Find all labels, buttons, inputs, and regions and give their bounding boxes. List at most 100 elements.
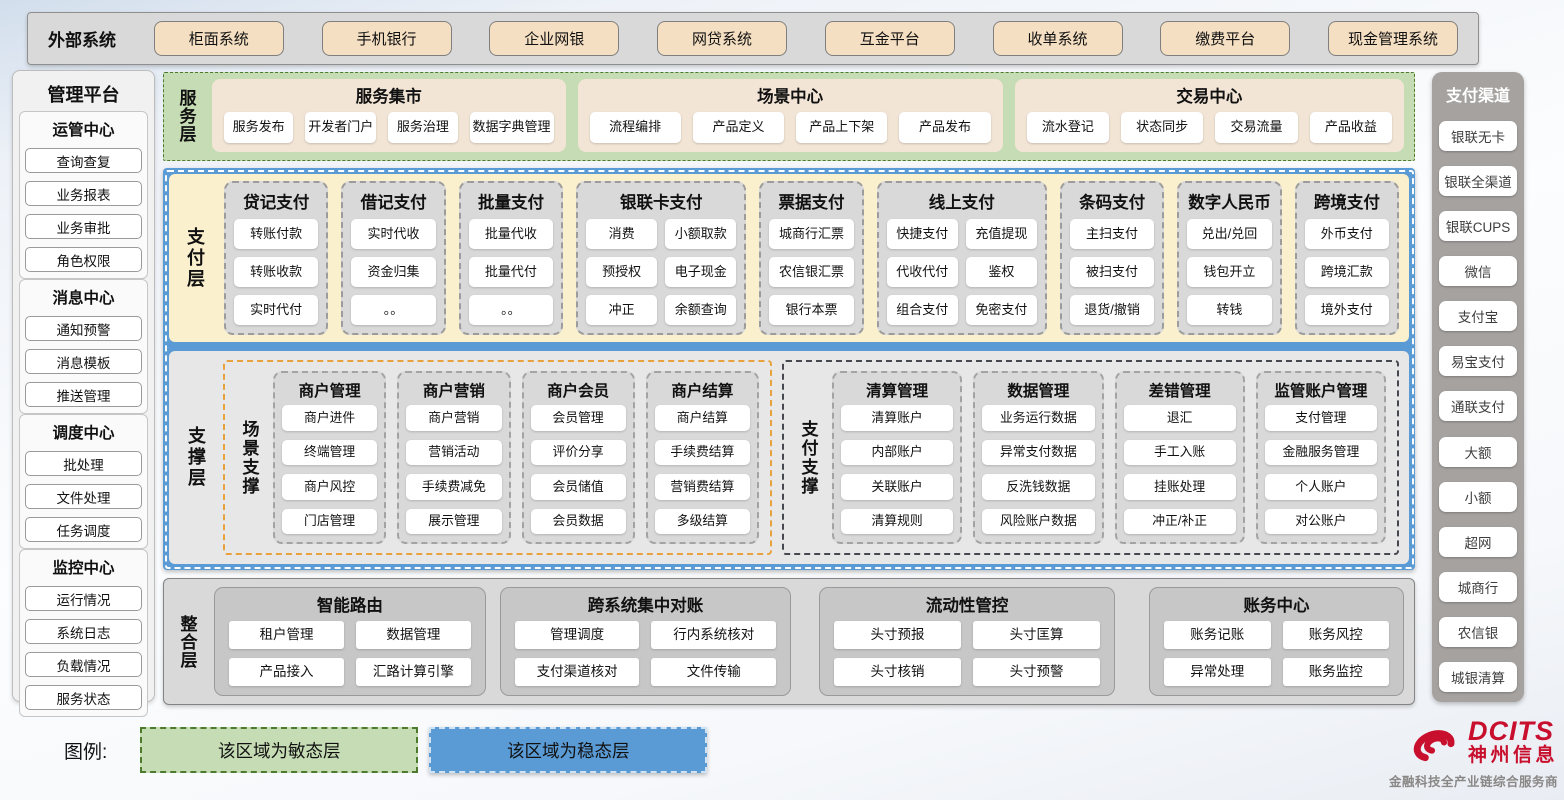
payment-item-box: 兑出/兑回 (1187, 219, 1272, 249)
external-system-box: 网贷系统 (657, 21, 787, 56)
payment-item-box: 银行本票 (769, 295, 854, 325)
service-center-items: 流程编排产品定义产品上下架产品发布 (589, 112, 991, 143)
payment-type-column: 数字人民币 兑出/兑回钱包开立转钱 (1177, 181, 1282, 335)
payment-type-items: 主扫支付被扫支付退货/撤销 (1069, 219, 1155, 325)
support-column-title: 商户营销 (422, 383, 485, 400)
support-item-box: 商户营销 (406, 405, 502, 431)
management-item-box: 文件处理 (25, 484, 142, 509)
integration-item-box: 账务风控 (1282, 621, 1389, 649)
support-item-box: 风险账户数据 (982, 508, 1095, 534)
support-item-box: 商户风控 (282, 474, 378, 500)
support-item-box: 终端管理 (282, 439, 378, 465)
logo-brand-text: DCITS (1467, 716, 1554, 747)
payment-item-box: 批量代付 (468, 257, 554, 287)
support-item-box: 营销费结算 (654, 474, 750, 500)
payment-item-box: 资金归集 (351, 257, 436, 287)
support-layer-label: 支撑层 (186, 426, 206, 489)
support-group-label: 支付支撑 (798, 419, 818, 496)
payment-type-items: 外币支付跨境汇款境外支付 (1304, 219, 1389, 325)
payment-item-box: 转账收款 (234, 257, 319, 287)
payment-type-items: 城商行汇票农信银汇票银行本票 (769, 219, 854, 325)
support-group-label: 场景支撑 (239, 419, 259, 496)
management-center-title: 监控中心 (52, 560, 115, 577)
support-item-box: 门店管理 (282, 508, 378, 534)
integration-section: 智能路由 租户管理数据管理产品接入汇路计算引擎 (214, 587, 486, 696)
support-column: 商户结算 商户结算手续费结算营销费结算多级结算 (645, 371, 759, 544)
payment-type-title: 跨境支付 (1313, 194, 1380, 212)
support-column: 差错管理 退汇手工入账挂账处理冲正/补正 (1114, 371, 1245, 544)
integration-section: 跨系统集中对账 管理调度行内系统核对支付渠道核对文件传输 (499, 587, 792, 696)
integration-section-items: 账务记账账务风控异常处理账务监控 (1164, 621, 1389, 686)
support-item-box: 商户进件 (282, 405, 378, 431)
payment-type-column: 借记支付 实时代收资金归集。。 (341, 181, 446, 335)
support-column-title: 商户结算 (671, 383, 734, 400)
main-architecture-area: 服务层 服务集市 服务发布开发者门户服务治理数据字典管理 场景中心 流程编排产品… (163, 72, 1415, 705)
payment-type-items: 转账付款转账收款实时代付 (234, 219, 319, 325)
payment-type-items: 快捷支付充值提现代收代付鉴权组合支付免密支付 (886, 219, 1037, 325)
support-column-items: 清算账户内部账户关联账户清算规则 (841, 405, 954, 534)
payment-type-title: 贷记支付 (243, 194, 310, 212)
management-item-box: 服务状态 (25, 685, 142, 710)
support-column-items: 业务运行数据异常支付数据反洗钱数据风险账户数据 (982, 405, 1095, 534)
payment-type-title: 线上支付 (928, 194, 995, 212)
integration-item-box: 管理调度 (514, 621, 640, 649)
support-column: 数据管理 业务运行数据异常支付数据反洗钱数据风险账户数据 (973, 371, 1104, 544)
service-item-box: 状态同步 (1121, 112, 1204, 143)
payment-type-title: 票据支付 (778, 194, 845, 212)
payment-item-box: 被扫支付 (1069, 257, 1155, 287)
support-column-items: 退汇手工入账挂账处理冲正/补正 (1123, 405, 1236, 534)
support-layer-panel: 支撑层 场景支撑 商户管理 商户进件终端管理商户风控门店管理 商户营销 商户营销… (169, 351, 1409, 564)
management-item-box: 系统日志 (25, 619, 142, 644)
legend-swatch-text: 该区域为稳态层 (507, 740, 630, 761)
support-column-items: 商户结算手续费结算营销费结算多级结算 (654, 405, 750, 534)
integration-item-box: 头寸核销 (834, 658, 962, 686)
external-system-box: 互金平台 (824, 21, 955, 56)
support-column-title: 差错管理 (1148, 383, 1211, 400)
payment-channel-box: 银联全渠道 (1439, 166, 1517, 197)
management-item-box: 批处理 (25, 451, 142, 476)
support-column: 商户营销 商户营销营销活动手续费减免展示管理 (397, 371, 511, 544)
support-item-box: 手续费结算 (654, 439, 750, 465)
payment-item-box: 主扫支付 (1069, 219, 1155, 249)
management-item-box: 业务审批 (25, 214, 142, 239)
dcits-logo-top: DCITS 神州信息 (1408, 718, 1558, 768)
management-center-group: 监控中心 运行情况系统日志负载情况服务状态 (19, 549, 148, 717)
payment-item-box: 代收代付 (886, 257, 958, 287)
payment-channel-box: 农信银 (1439, 616, 1517, 647)
service-center-section: 服务集市 服务发布开发者门户服务治理数据字典管理 (212, 79, 566, 152)
payment-channel-box: 城银清算 (1439, 661, 1517, 692)
support-item-box: 会员管理 (530, 405, 626, 431)
support-column-items: 会员管理评价分享会员储值会员数据 (530, 405, 626, 534)
support-column: 商户管理 商户进件终端管理商户风控门店管理 (273, 371, 387, 544)
support-item-box: 清算规则 (841, 508, 954, 534)
stable-layer-container: 支付层 贷记支付 转账付款转账收款实时代付 借记支付 实时代收资金归集。。 批量… (163, 168, 1415, 570)
payment-type-column: 批量支付 批量代收批量代付。。 (458, 181, 564, 335)
service-center-title: 服务集市 (355, 88, 422, 106)
legend-swatch-text: 该区域为敏态层 (218, 740, 341, 761)
integration-section-items: 租户管理数据管理产品接入汇路计算引擎 (229, 621, 471, 686)
service-item-box: 产品定义 (692, 112, 785, 143)
management-platform-title: 管理平台 (47, 85, 120, 105)
management-item-box: 任务调度 (25, 517, 142, 542)
support-item-box: 异常支付数据 (982, 439, 1095, 465)
management-item-box: 推送管理 (25, 382, 142, 407)
payment-type-title: 数字人民币 (1188, 194, 1271, 212)
legend-label: 图例: (64, 741, 108, 763)
integration-item-box: 文件传输 (651, 658, 777, 686)
support-item-box: 多级结算 (654, 508, 750, 534)
service-item-box: 开发者门户 (305, 112, 377, 143)
payment-layer-label: 支付层 (185, 226, 205, 290)
payment-item-box: 鉴权 (965, 257, 1037, 287)
service-center-title: 交易中心 (1176, 88, 1243, 106)
support-item-box: 手续费减免 (406, 474, 502, 500)
payment-item-box: 免密支付 (965, 295, 1037, 325)
payment-item-box: 冲正 (586, 295, 658, 325)
payment-channel-box: 大额 (1439, 436, 1517, 467)
payment-channels-title: 支付渠道 (1445, 88, 1510, 105)
payment-item-box: 跨境汇款 (1304, 257, 1389, 287)
service-item-box: 流水登记 (1026, 112, 1109, 143)
payment-channel-box: 支付宝 (1439, 301, 1517, 332)
payment-item-box: 余额查询 (665, 295, 737, 325)
